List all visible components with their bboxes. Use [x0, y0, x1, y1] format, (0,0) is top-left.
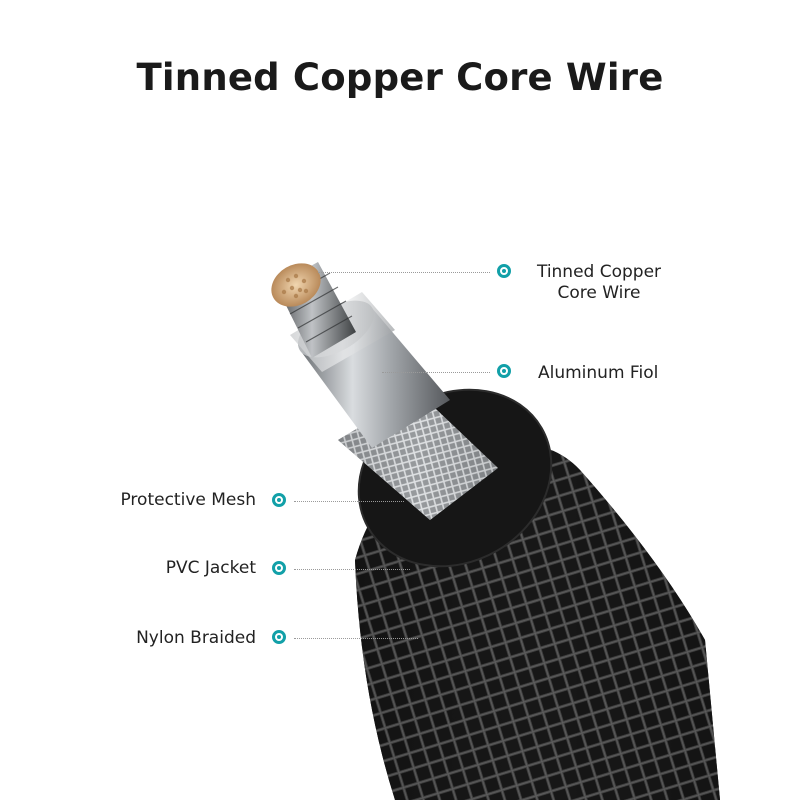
leader-line-mesh [294, 501, 404, 502]
marker-dot-icon [497, 264, 511, 278]
label-protective-mesh: Protective Mesh [80, 490, 256, 511]
label-line: Tinned Copper [524, 262, 674, 283]
label-pvc-jacket: PVC Jacket [80, 558, 256, 579]
leader-line-copper [318, 272, 490, 273]
label-nylon-braided: Nylon Braided [80, 628, 256, 649]
label-aluminum-foil: Aluminum Fiol [538, 363, 658, 384]
label-tinned-copper: Tinned Copper Core Wire [524, 262, 674, 304]
label-line: Core Wire [524, 283, 674, 304]
leader-line-pvc [294, 569, 410, 570]
marker-dot-icon [272, 630, 286, 644]
leader-line-foil [382, 372, 490, 373]
marker-dot-icon [497, 364, 511, 378]
marker-dot-icon [272, 561, 286, 575]
leader-line-nylon [294, 638, 418, 639]
marker-dot-icon [272, 493, 286, 507]
